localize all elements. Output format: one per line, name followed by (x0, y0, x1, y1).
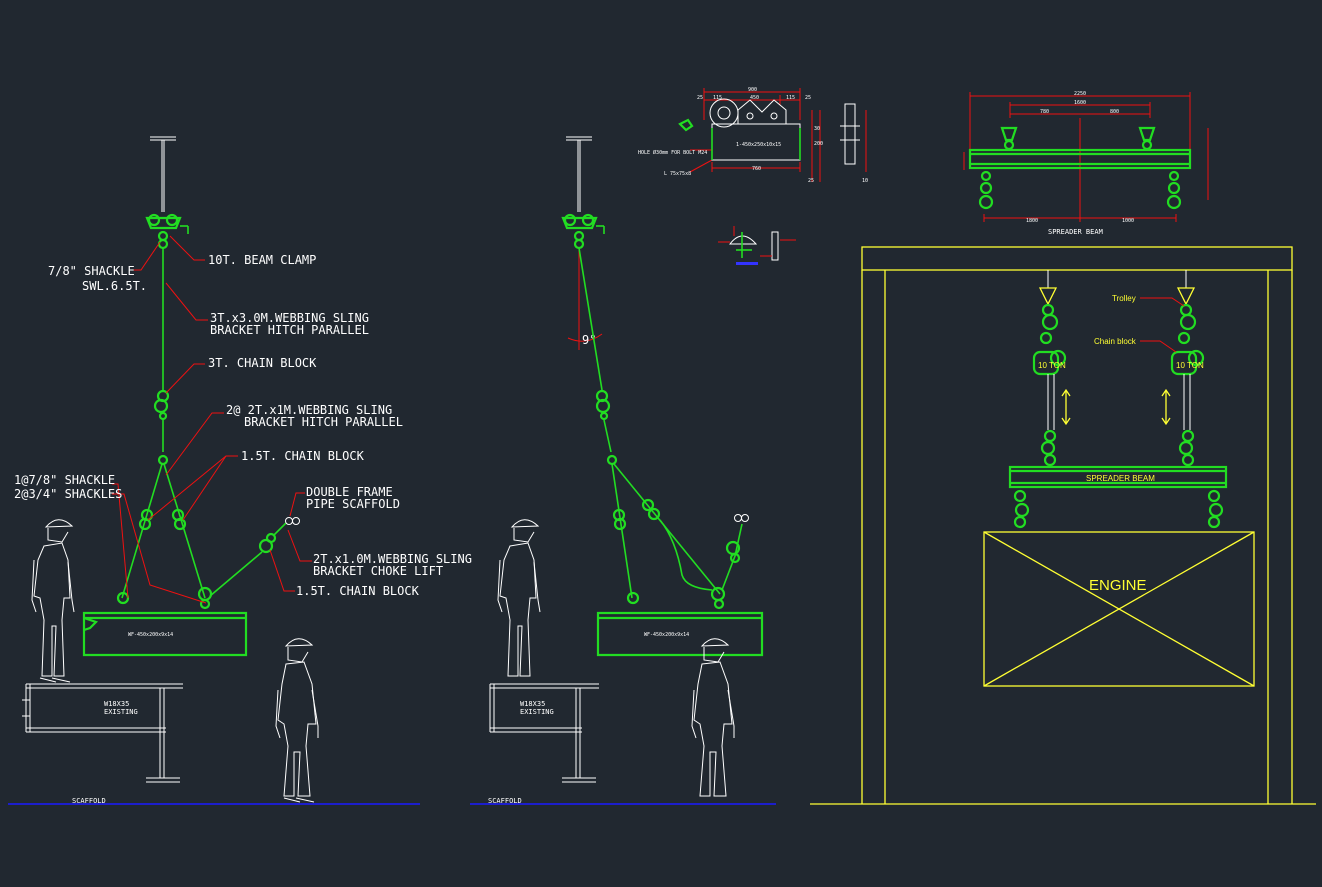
chain-block-3t-label: 3T. CHAIN BLOCK (208, 356, 317, 370)
overhead-beam-middle (566, 136, 592, 212)
chain-block-label-engine: Chain block (1094, 337, 1137, 346)
chain-block-15t-label-a: 1.5T. CHAIN BLOCK (241, 449, 365, 463)
main-sling-label-1: 3T.x3.0M.WEBBING SLING (210, 311, 369, 325)
spreader-dim-1000: 1000 (1122, 218, 1134, 224)
hoist-right (1161, 270, 1205, 467)
overhead-beam-left (150, 136, 176, 212)
load-beam-label-left: WF-450x200x9x14 (128, 632, 173, 638)
shackle-top-label-2: SWL.6.5T. (82, 279, 147, 293)
chain-block-15t-label-b: 1.5T. CHAIN BLOCK (296, 584, 420, 598)
beam-clamp-label: 10T. BEAM CLAMP (208, 253, 316, 267)
scaffold-label-left: SCAFFOLD (72, 797, 106, 805)
dim-900: 900 (748, 87, 757, 93)
dim-10: 10 (862, 178, 868, 184)
hoist-left (1032, 270, 1071, 467)
spreader-dim-800: 800 (1110, 109, 1119, 115)
engine-hoist-view: 10 TON 10 TON (810, 246, 1316, 805)
spreader-dim-1600: 1600 (1074, 100, 1086, 106)
bracket-note-angle: L 75x75x8 (664, 171, 691, 177)
shackle-top-label-1: 7/8" SHACKLE (48, 264, 135, 278)
chain-block-3t-middle (595, 389, 618, 466)
scaffold-label-2: PIPE SCAFFOLD (306, 497, 400, 511)
middle-rigging-view: 9° (488, 136, 764, 805)
bracket-note-hole: HOLE Ø30mm FOR BOLT M24 (638, 149, 707, 156)
beam-clamp-middle (561, 213, 605, 250)
choke-sling-label-2: BRACKET CHOKE LIFT (313, 564, 443, 578)
scaffold-label-middle: SCAFFOLD (488, 797, 522, 805)
existing-beam-left (22, 683, 183, 783)
load-beam-middle (596, 611, 764, 657)
engine-label: ENGINE (1089, 577, 1147, 594)
gantry-frame (810, 246, 1316, 805)
pair-slings-left (121, 463, 206, 599)
spreader-dim-2250: 2250 (1074, 91, 1086, 97)
bracket-note-plate: 1-450x250x10x15 (736, 142, 781, 148)
dim-115-b: 115 (786, 95, 795, 101)
leader-lines-left (112, 235, 312, 604)
spreader-beam-engine (1008, 465, 1228, 529)
shackles-label-2: 2@3/4" SHACKLES (14, 487, 122, 501)
chain-block-3t-left (153, 389, 170, 466)
load-beam-label-middle: WF-450x200x9x14 (644, 632, 689, 638)
choke-lift-left (209, 517, 300, 597)
spreader-dim-1800: 1800 (1026, 218, 1038, 224)
spreader-beam-detail: 2250 1600 780 800 1800 1000 SPREADER BEA… (963, 91, 1209, 236)
dim-25-b: 25 (805, 95, 811, 101)
dim-30: 30 (814, 126, 820, 132)
existing-beam-label-1-middle: W18X35 (520, 700, 545, 708)
dim-200: 200 (814, 141, 823, 147)
dim-450: 450 (750, 95, 759, 101)
dim-115-a: 115 (713, 95, 722, 101)
choke-sling-label-1: 2T.x1.0M.WEBBING SLING (313, 552, 472, 566)
bracket-detail: 900 450 115 115 25 25 30 200 760 25 10 H… (638, 87, 868, 184)
dim-25-c: 25 (808, 178, 814, 184)
chain-blocks-middle (612, 498, 749, 610)
dim-25-a: 25 (697, 95, 703, 101)
section-detail (718, 226, 796, 265)
ton-label-left: 10 TON (1038, 361, 1066, 370)
spreader-dim-780: 780 (1040, 109, 1049, 115)
spreader-detail-title: SPREADER BEAM (1048, 228, 1103, 236)
engine-box (983, 531, 1255, 687)
shackles-label-1: 1@7/8" SHACKLE (14, 473, 115, 487)
worker-on-platform-left (31, 519, 75, 683)
beam-clamp-left (145, 213, 189, 250)
ton-label-right: 10 TON (1176, 361, 1204, 370)
worker-on-platform-middle (497, 519, 541, 677)
scaffold-label-1: DOUBLE FRAME (306, 485, 393, 499)
existing-beam-label-2-middle: EXISTING (520, 708, 554, 716)
trolley-label: Trolley (1112, 294, 1136, 303)
dim-760: 760 (752, 166, 761, 172)
worker-ground-middle (691, 638, 735, 797)
main-sling-label-2: BRACKET HITCH PARALLEL (210, 323, 369, 337)
angle-arc (567, 333, 603, 342)
existing-beam-middle (489, 683, 599, 783)
pair-sling-label-1: 2@ 2T.x1M.WEBBING SLING (226, 403, 392, 417)
chain-blocks-15t-pair-left (116, 508, 213, 610)
spreader-beam-label: SPREADER BEAM (1086, 474, 1155, 483)
pair-sling-label-2: BRACKET HITCH PARALLEL (244, 415, 403, 429)
main-sling-middle (578, 247, 603, 391)
left-rigging-view: WF-450x200x9x14 W18X35 EXISTING SCAFFOLD (14, 136, 472, 805)
pair-slings-middle (611, 463, 743, 599)
existing-beam-label-2-left: EXISTING (104, 708, 138, 716)
existing-beam-label-1-left: W18X35 (104, 700, 129, 708)
load-beam-left (82, 611, 248, 657)
worker-ground-left (275, 638, 319, 803)
